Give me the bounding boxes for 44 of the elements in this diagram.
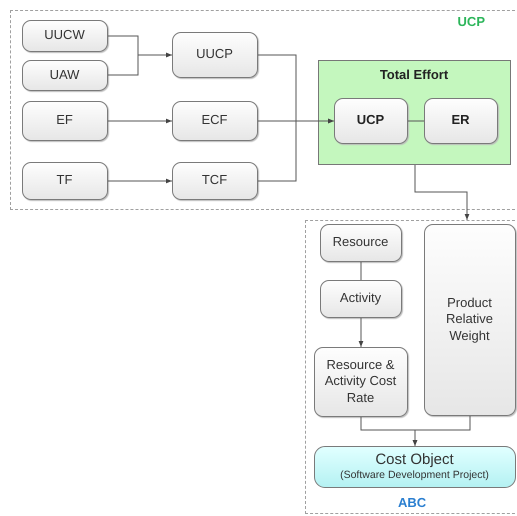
arrow	[258, 118, 334, 182]
arrow	[414, 164, 470, 220]
box-subtitle: (Software Development Project)	[340, 469, 489, 482]
connector-line	[360, 262, 362, 280]
process-box	[22, 162, 108, 200]
process-box	[320, 224, 402, 262]
result-box	[314, 446, 516, 488]
process-box	[424, 224, 516, 416]
arrow	[412, 416, 470, 446]
process-box	[22, 100, 108, 140]
box-label: TF	[56, 172, 72, 189]
box-label: Activity	[340, 290, 382, 307]
arrow	[108, 178, 172, 184]
box-label: UUCW	[44, 27, 85, 44]
box-label: UUCP	[196, 46, 233, 63]
process-box	[172, 162, 258, 200]
process-box	[424, 98, 498, 144]
process-box	[22, 60, 108, 90]
process-box	[334, 98, 408, 144]
box-label: TCF	[202, 172, 228, 189]
box-label: Cost Object	[375, 450, 454, 470]
process-box	[172, 32, 258, 78]
box-label: UCP	[356, 112, 384, 129]
dashed-region	[10, 10, 517, 210]
dashed-region	[305, 220, 517, 514]
box-label: UAW	[50, 66, 80, 84]
arrow	[108, 118, 172, 124]
region-label: ABC	[398, 494, 426, 511]
process-box	[314, 346, 408, 416]
group-heading: Total Effort	[380, 66, 448, 83]
box-label: EF	[56, 112, 73, 129]
box-label: Resource	[332, 234, 388, 251]
process-box	[22, 20, 108, 52]
process-box	[320, 280, 402, 318]
group-box	[318, 60, 510, 164]
box-label: ECF	[202, 112, 228, 129]
box-label: ER	[451, 112, 470, 129]
box-label: Resource & Activity Cost Rate	[324, 357, 398, 406]
arrow	[108, 52, 172, 76]
process-box	[172, 100, 258, 140]
arrow	[358, 318, 364, 348]
box-label: Product Relative Weight	[445, 295, 494, 344]
region-label: UCP	[458, 14, 485, 30]
connector-line	[408, 120, 424, 122]
